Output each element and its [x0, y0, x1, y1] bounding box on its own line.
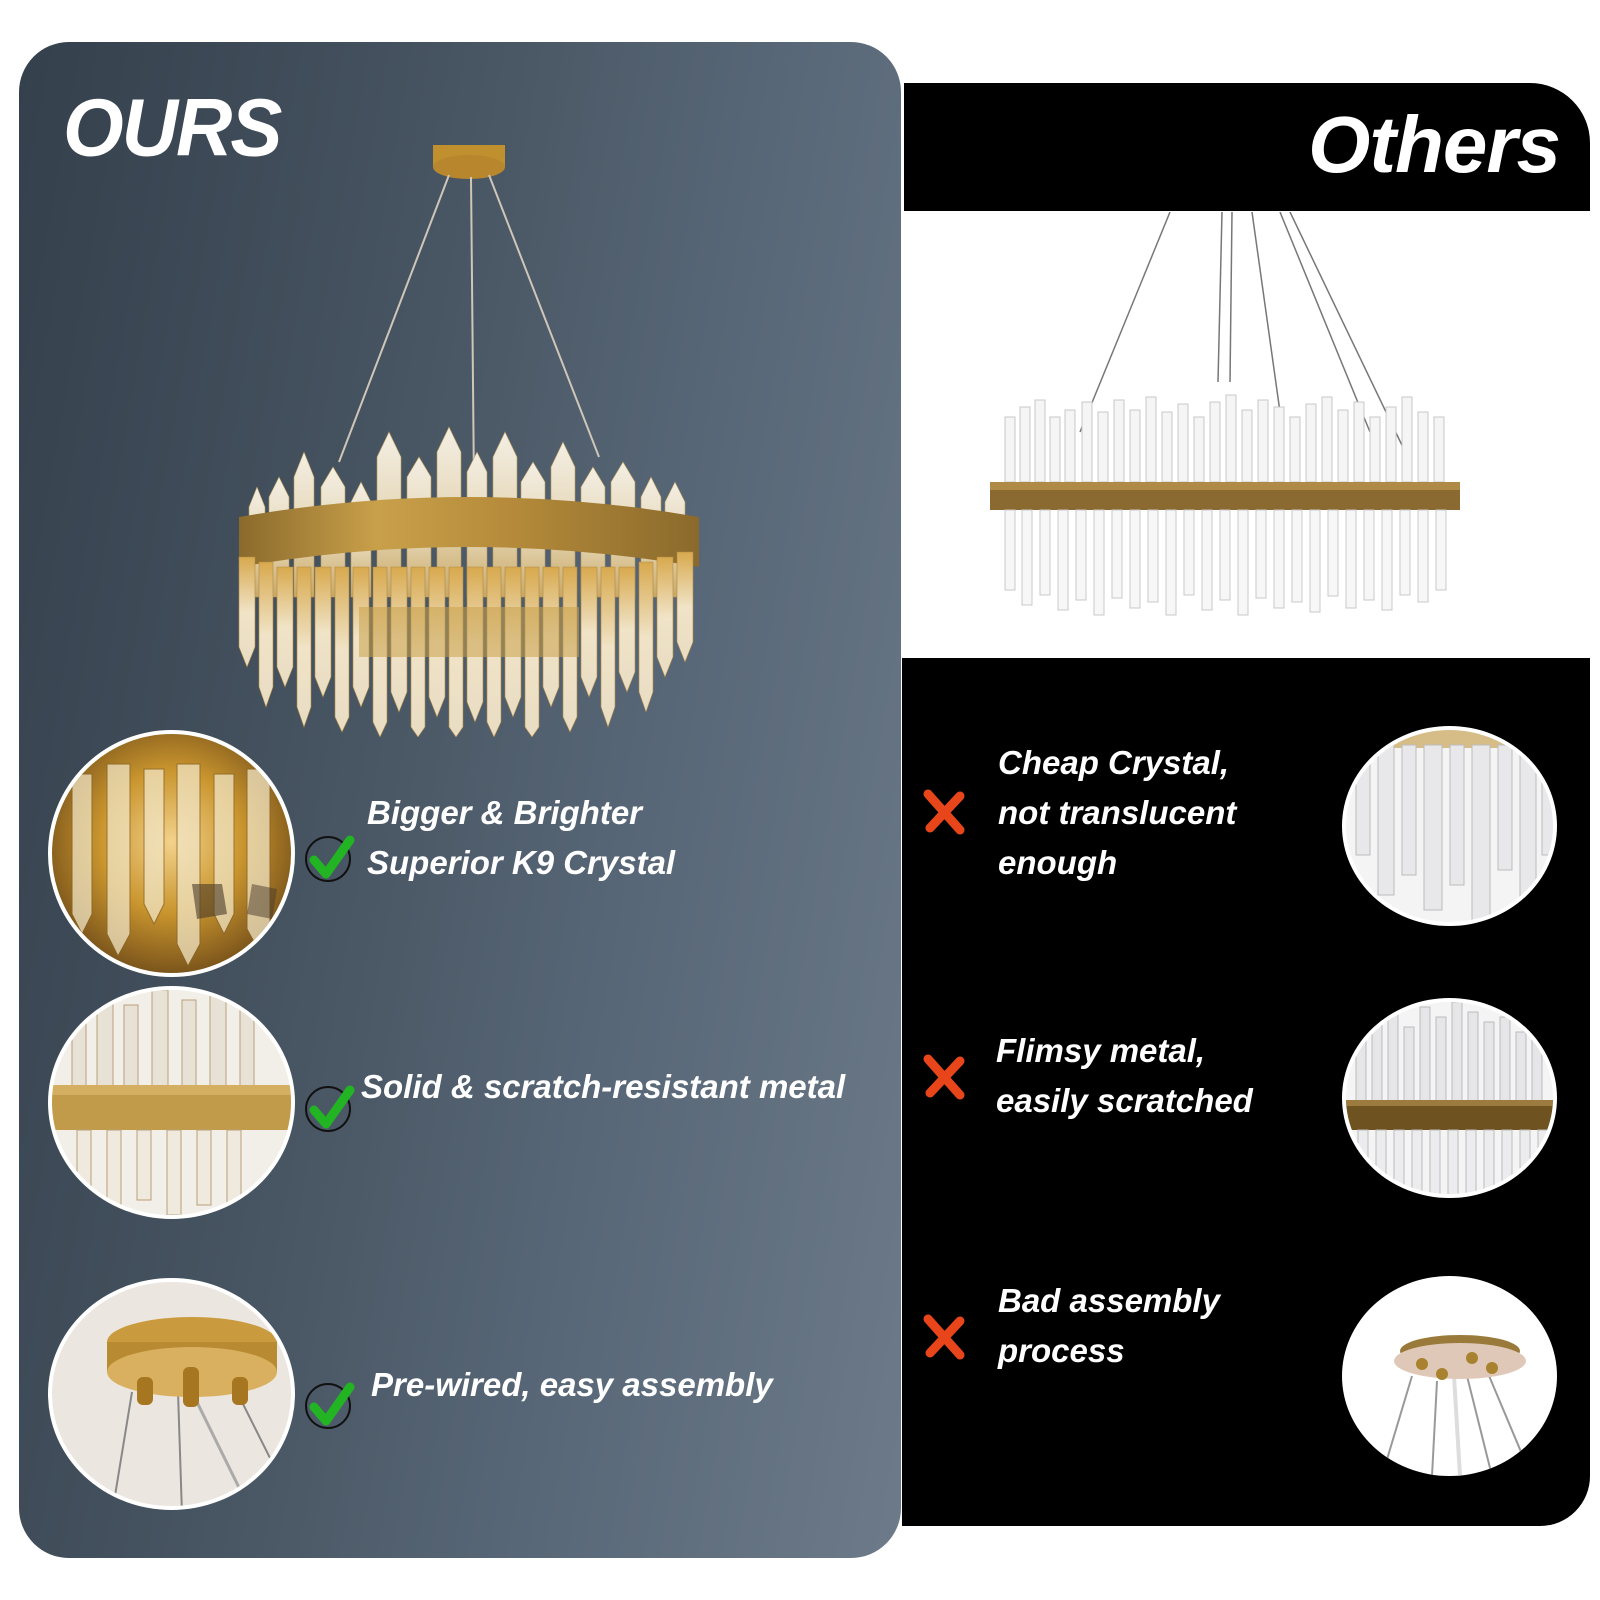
others-title: Others: [1308, 100, 1561, 189]
ours-chandelier-image: [209, 127, 709, 737]
check-icon: [304, 1379, 356, 1431]
ours-panel: OURS: [19, 42, 901, 1558]
ours-feature-1-line1: Bigger & Brighter: [367, 794, 643, 831]
others-feature-3-line1: Bad assembly: [998, 1282, 1220, 1319]
ours-feature-1-text: Bigger & Brighter Superior K9 Crystal: [367, 788, 675, 888]
ours-feature-2-line1: Solid & scratch-resistant metal: [361, 1068, 846, 1105]
clear-rods-closeup-image: [1342, 726, 1557, 926]
cross-icon: [920, 788, 968, 836]
gold-canopy-closeup-image: [48, 1278, 295, 1510]
others-feature-2-line2: easily scratched: [996, 1082, 1253, 1119]
cross-icon: [920, 1313, 968, 1361]
thin-ring-closeup-image: [1342, 998, 1557, 1198]
others-body: Cheap Crystal, not translucent enough Fl…: [902, 658, 1590, 1526]
gold-crystal-closeup-image: [48, 730, 295, 977]
cross-icon: [920, 1053, 968, 1101]
ours-feature-3-text: Pre-wired, easy assembly: [371, 1360, 773, 1410]
others-chandelier-image: [990, 212, 1490, 622]
others-feature-3-text: Bad assembly process: [998, 1276, 1220, 1376]
others-feature-1-text: Cheap Crystal, not translucent enough: [998, 738, 1236, 888]
others-header: Others: [904, 83, 1590, 211]
gold-ring-closeup-image: [48, 986, 295, 1219]
others-feature-1-line2: not translucent: [998, 794, 1237, 831]
others-feature-3-line2: process: [998, 1332, 1125, 1369]
ours-feature-2-text: Solid & scratch-resistant metal: [361, 1062, 845, 1112]
canopy-closeup-image: [1342, 1276, 1557, 1476]
others-feature-1-line3: enough: [998, 844, 1118, 881]
others-feature-1-line1: Cheap Crystal,: [998, 744, 1230, 781]
others-feature-2-line1: Flimsy metal,: [996, 1032, 1206, 1069]
check-icon: [304, 832, 356, 884]
ours-title: OURS: [63, 80, 282, 174]
others-feature-2-text: Flimsy metal, easily scratched: [996, 1026, 1253, 1126]
check-icon: [304, 1082, 356, 1134]
ours-feature-1-line2: Superior K9 Crystal: [367, 844, 676, 881]
ours-feature-3-line1: Pre-wired, easy assembly: [371, 1366, 773, 1403]
